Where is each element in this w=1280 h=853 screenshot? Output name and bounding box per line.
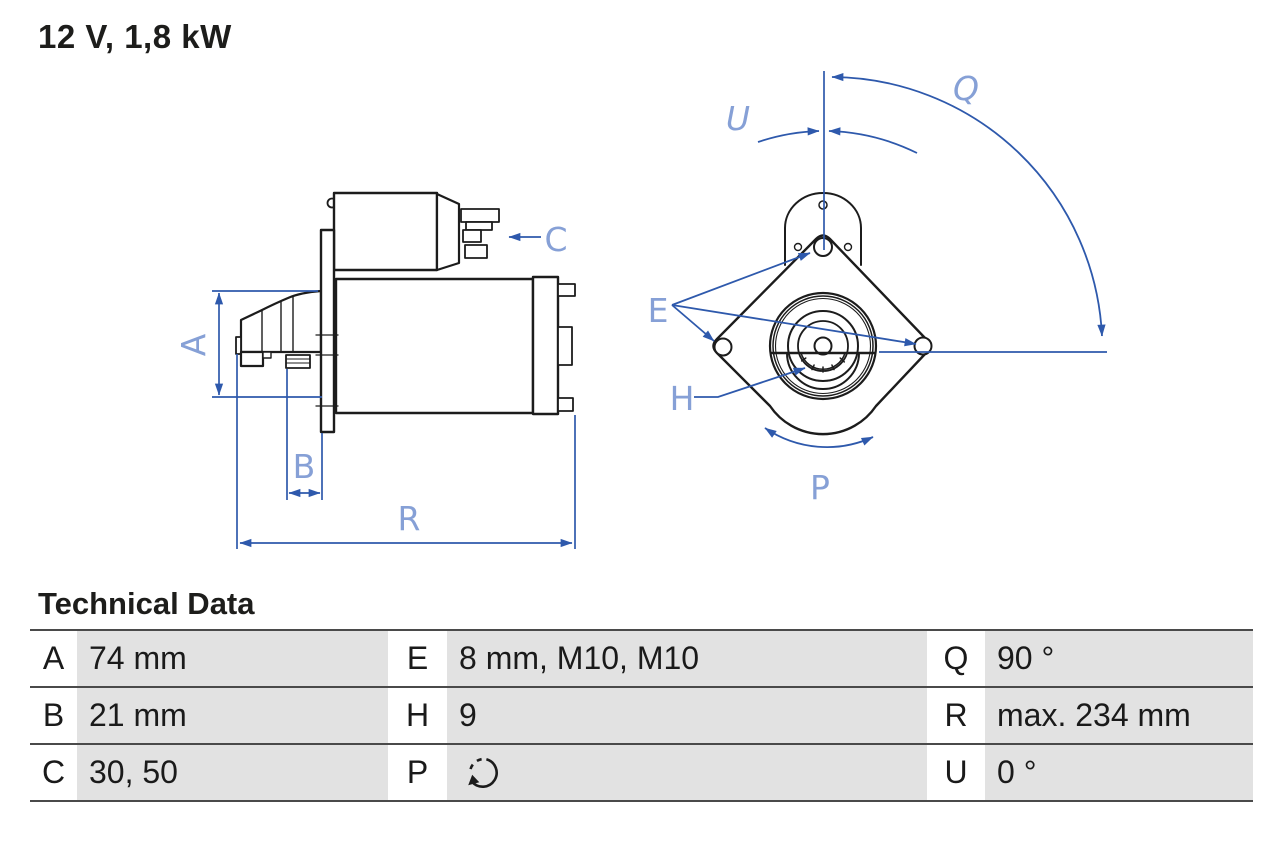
dimension-b-label: B — [293, 447, 316, 486]
cell-value-c: 30, 50 — [77, 745, 388, 800]
cell-value-p — [447, 745, 927, 800]
cell-value-h: 9 — [447, 688, 927, 743]
cell-value-b: 21 mm — [77, 688, 388, 743]
dimension-r — [236, 354, 576, 549]
dimension-h — [694, 367, 806, 398]
table-heading: Technical Data — [38, 586, 255, 621]
dimension-e-label: E — [648, 291, 669, 330]
cell-key-r: R — [927, 688, 985, 743]
motor-end-cap — [531, 275, 560, 416]
dome-hole — [818, 200, 828, 210]
cell-key-e: E — [388, 631, 447, 686]
drive-foot — [239, 350, 265, 368]
table-row: B 21 mm H 9 R max. 234 mm — [30, 688, 1253, 745]
rivet-left — [793, 242, 803, 252]
dimension-a-label: A — [174, 333, 213, 356]
pinion-gear-lines — [285, 358, 311, 364]
dimension-q — [831, 72, 1107, 353]
dimension-e — [671, 252, 917, 347]
shaft-gear-teeth — [800, 357, 846, 373]
pinion-gear — [285, 354, 311, 369]
solenoid-terminals — [460, 208, 500, 259]
cell-value-r: max. 234 mm — [985, 688, 1253, 743]
bearing-cup-arc — [786, 352, 860, 390]
table-row: A 74 mm E 8 mm, M10, M10 Q 90 ° — [30, 631, 1253, 688]
drive-housing-seams — [261, 296, 294, 353]
technical-drawing: A B R C — [174, 69, 1107, 549]
dimension-q-label: Q — [953, 69, 979, 108]
page-title: 12 V, 1,8 kW — [38, 18, 232, 55]
technical-data-table: A 74 mm E 8 mm, M10, M10 Q 90 ° B 21 mm … — [30, 629, 1253, 802]
table-row: C 30, 50 P U 0 ° — [30, 745, 1253, 802]
drive-foot-step — [262, 351, 272, 359]
cell-key-c: C — [30, 745, 77, 800]
flange-ticks — [315, 334, 339, 407]
dimension-h-label: H — [670, 379, 695, 418]
rotation-direction-icon — [468, 757, 498, 788]
solenoid-body — [332, 191, 439, 272]
dimension-p — [764, 427, 874, 448]
cell-value-u: 0 ° — [985, 745, 1253, 800]
dimension-p-label: P — [810, 468, 830, 507]
side-view-drawing — [235, 191, 576, 434]
dimension-u — [757, 127, 918, 154]
cell-key-a: A — [30, 631, 77, 686]
bearing-rings — [768, 291, 878, 401]
flange-outline — [712, 234, 931, 436]
cell-key-h: H — [388, 688, 447, 743]
cell-key-p: P — [388, 745, 447, 800]
motor-body — [334, 277, 535, 415]
cell-key-q: Q — [927, 631, 985, 686]
dimension-a — [212, 290, 322, 398]
front-view-drawing — [712, 192, 933, 436]
end-cap-tabs — [557, 283, 576, 412]
mounting-flange-plate — [319, 228, 336, 434]
dimension-r-label: R — [398, 499, 421, 538]
cell-value-a: 74 mm — [77, 631, 388, 686]
bolt-hole-left — [713, 337, 733, 357]
drive-nose-tab — [235, 336, 242, 355]
cell-value-q: 90 ° — [985, 631, 1253, 686]
cell-key-u: U — [927, 745, 985, 800]
cell-key-b: B — [30, 688, 77, 743]
dimension-c-label: C — [544, 220, 567, 259]
bolt-hole-top — [813, 237, 833, 257]
dimension-u-label: U — [726, 99, 750, 138]
dimension-b — [286, 369, 323, 500]
cell-value-e: 8 mm, M10, M10 — [447, 631, 927, 686]
solenoid-cap — [435, 192, 461, 272]
